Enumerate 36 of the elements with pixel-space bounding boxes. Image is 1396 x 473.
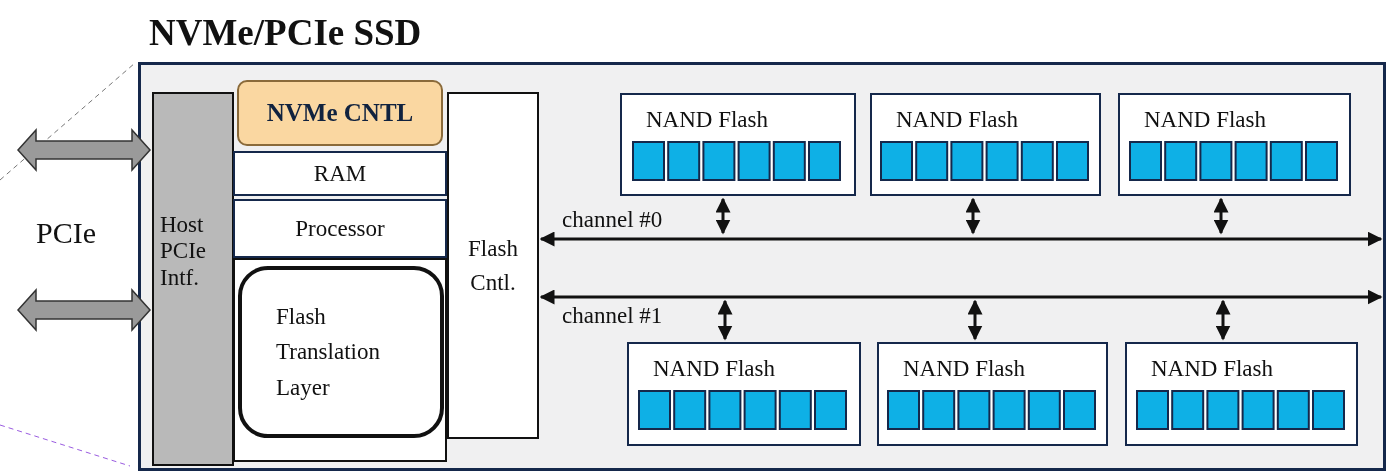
bus-arrow [539,289,1383,305]
double-arrow [967,299,983,341]
block-label: Flash Translation Layer [276,302,381,402]
double-arrow [1215,299,1231,341]
interface-label: PCIe [36,216,96,250]
block-label: NAND Flash [646,107,769,133]
flash-chip-box [877,342,1108,446]
block-label: NAND Flash [1151,356,1274,382]
controller-box [237,80,443,146]
flash-chip-box [870,93,1101,196]
double-arrow [715,197,731,235]
block-label: NAND Flash [1144,107,1267,133]
bus-arrow [539,231,1383,247]
interface-block [152,92,234,466]
module-box [233,199,447,258]
block-label: NAND Flash [896,107,1019,133]
flash-chip-box [620,93,856,196]
double-arrow [965,197,981,235]
layer-box [238,266,444,438]
block-label: Processor [295,215,385,242]
flash-chip-box [1118,93,1351,196]
double-block-arrow [17,128,151,172]
double-arrow [1213,197,1229,235]
flash-chip-box [627,342,861,446]
double-block-arrow [17,288,151,332]
controller-block [447,92,539,439]
double-arrow [717,299,733,341]
block-label: NAND Flash [903,356,1026,382]
block-label: RAM [313,160,367,187]
block-label: Host PCIe Intf. [160,212,207,292]
flash-chip-box [1125,342,1358,446]
block-label: Flash Cntl. [467,235,519,297]
block-label: NAND Flash [653,356,776,382]
title: NVMe/PCIe SSD [149,11,422,54]
block-label: NVMe CNTL [266,99,414,127]
module-box [233,151,447,196]
